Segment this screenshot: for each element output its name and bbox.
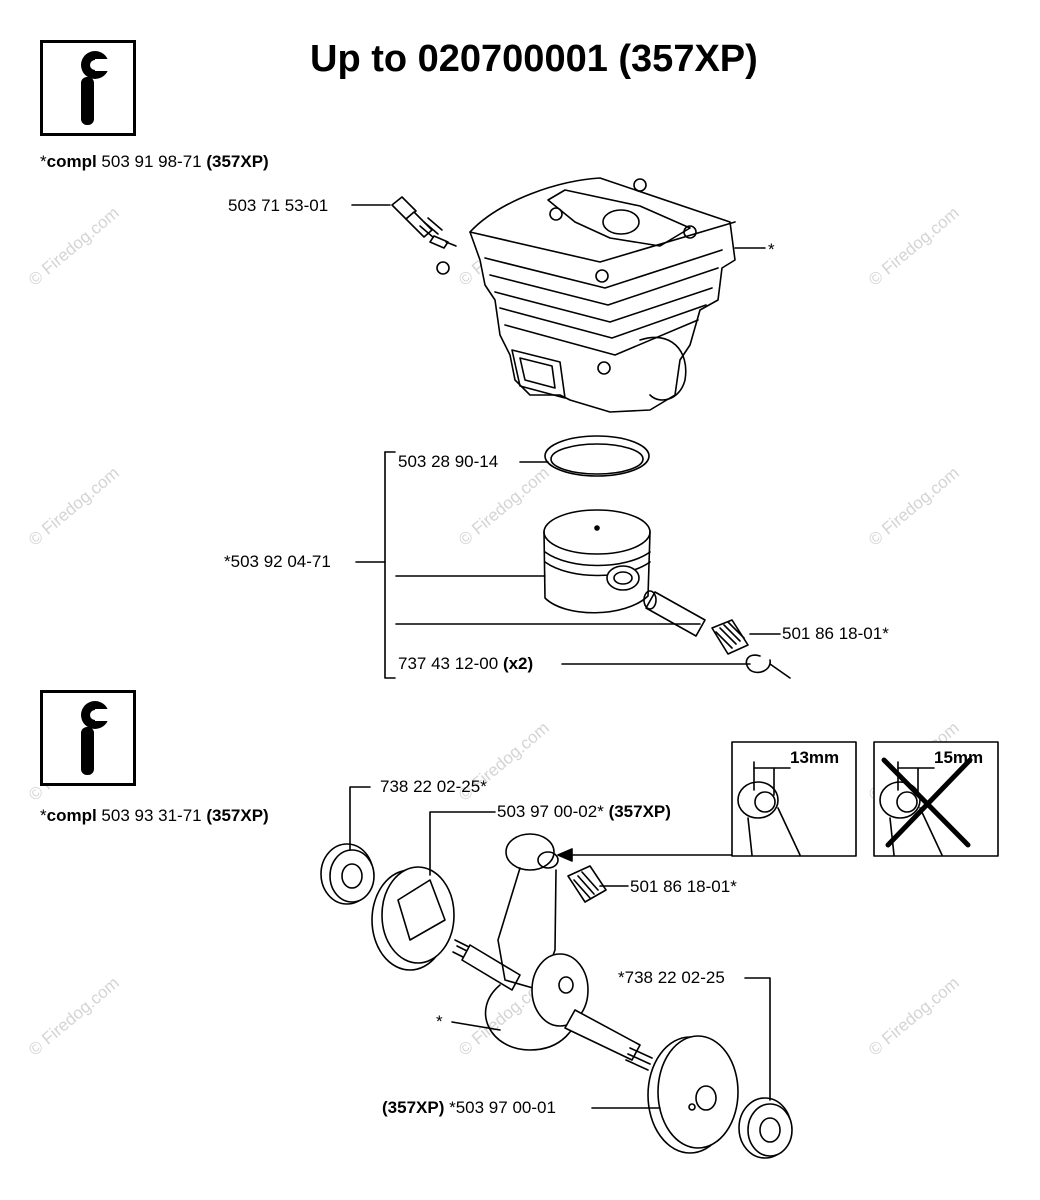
label-needle-bearing: 501 86 18-01* [782, 624, 889, 643]
section2-compl-label: *compl 503 93 31-71 (357XP) [40, 806, 269, 825]
cylinder [469, 177, 736, 413]
valve-washer [436, 261, 450, 275]
label-crankshaft: * [436, 1012, 443, 1031]
crank-half-right [647, 1035, 739, 1154]
needle-bearing [711, 619, 749, 655]
inset-bad-rod [879, 761, 943, 856]
circlip [745, 654, 771, 674]
shaft-thread-right [625, 1047, 653, 1071]
inset-ok-measurement: 13mm [790, 748, 840, 767]
bearing-right [738, 1097, 793, 1159]
label-piston-kit: *503 92 04-71 [224, 552, 331, 571]
section1-compl-label: *compl 503 91 98-71 (357XP) [40, 152, 269, 171]
label-needle-bearing-2: 501 86 18-01* [630, 877, 737, 896]
decompression-valve [391, 196, 457, 249]
label-decompression-valve: 503 71 53-01 [228, 196, 329, 215]
label-bearing-left: 738 22 02-25* [380, 777, 487, 796]
section2-tool-box [40, 690, 136, 786]
label-circlip: 737 43 12-00 (x2) [398, 654, 534, 673]
label-cylinder: * [768, 240, 775, 259]
section1-tool-box [40, 40, 136, 136]
page-title: Up to 020700001 (357XP) [310, 38, 758, 80]
wrench-icon [81, 51, 111, 125]
piston-bracket [384, 451, 396, 679]
inset-bad-measurement: 15mm [934, 748, 984, 767]
bearing-left [320, 843, 375, 905]
inset-ok-rod [737, 761, 801, 856]
piston [543, 509, 651, 614]
label-bearing-right: *738 22 02-25 [618, 968, 725, 987]
inset-ok-box [731, 741, 857, 857]
needle-bearing-small [567, 865, 607, 903]
label-crank-half-right: (357XP) *503 97 00-01 [382, 1098, 556, 1117]
label-crank-half-left: 503 97 00-02* (357XP) [497, 802, 671, 821]
piston-pin [643, 590, 706, 637]
cross-icon [881, 757, 973, 848]
label-piston-ring: 503 28 90-14 [398, 452, 499, 471]
crank-half-left [371, 866, 455, 971]
wrench-icon [81, 701, 111, 775]
piston-ring [544, 435, 650, 477]
crank-web [531, 953, 641, 1061]
